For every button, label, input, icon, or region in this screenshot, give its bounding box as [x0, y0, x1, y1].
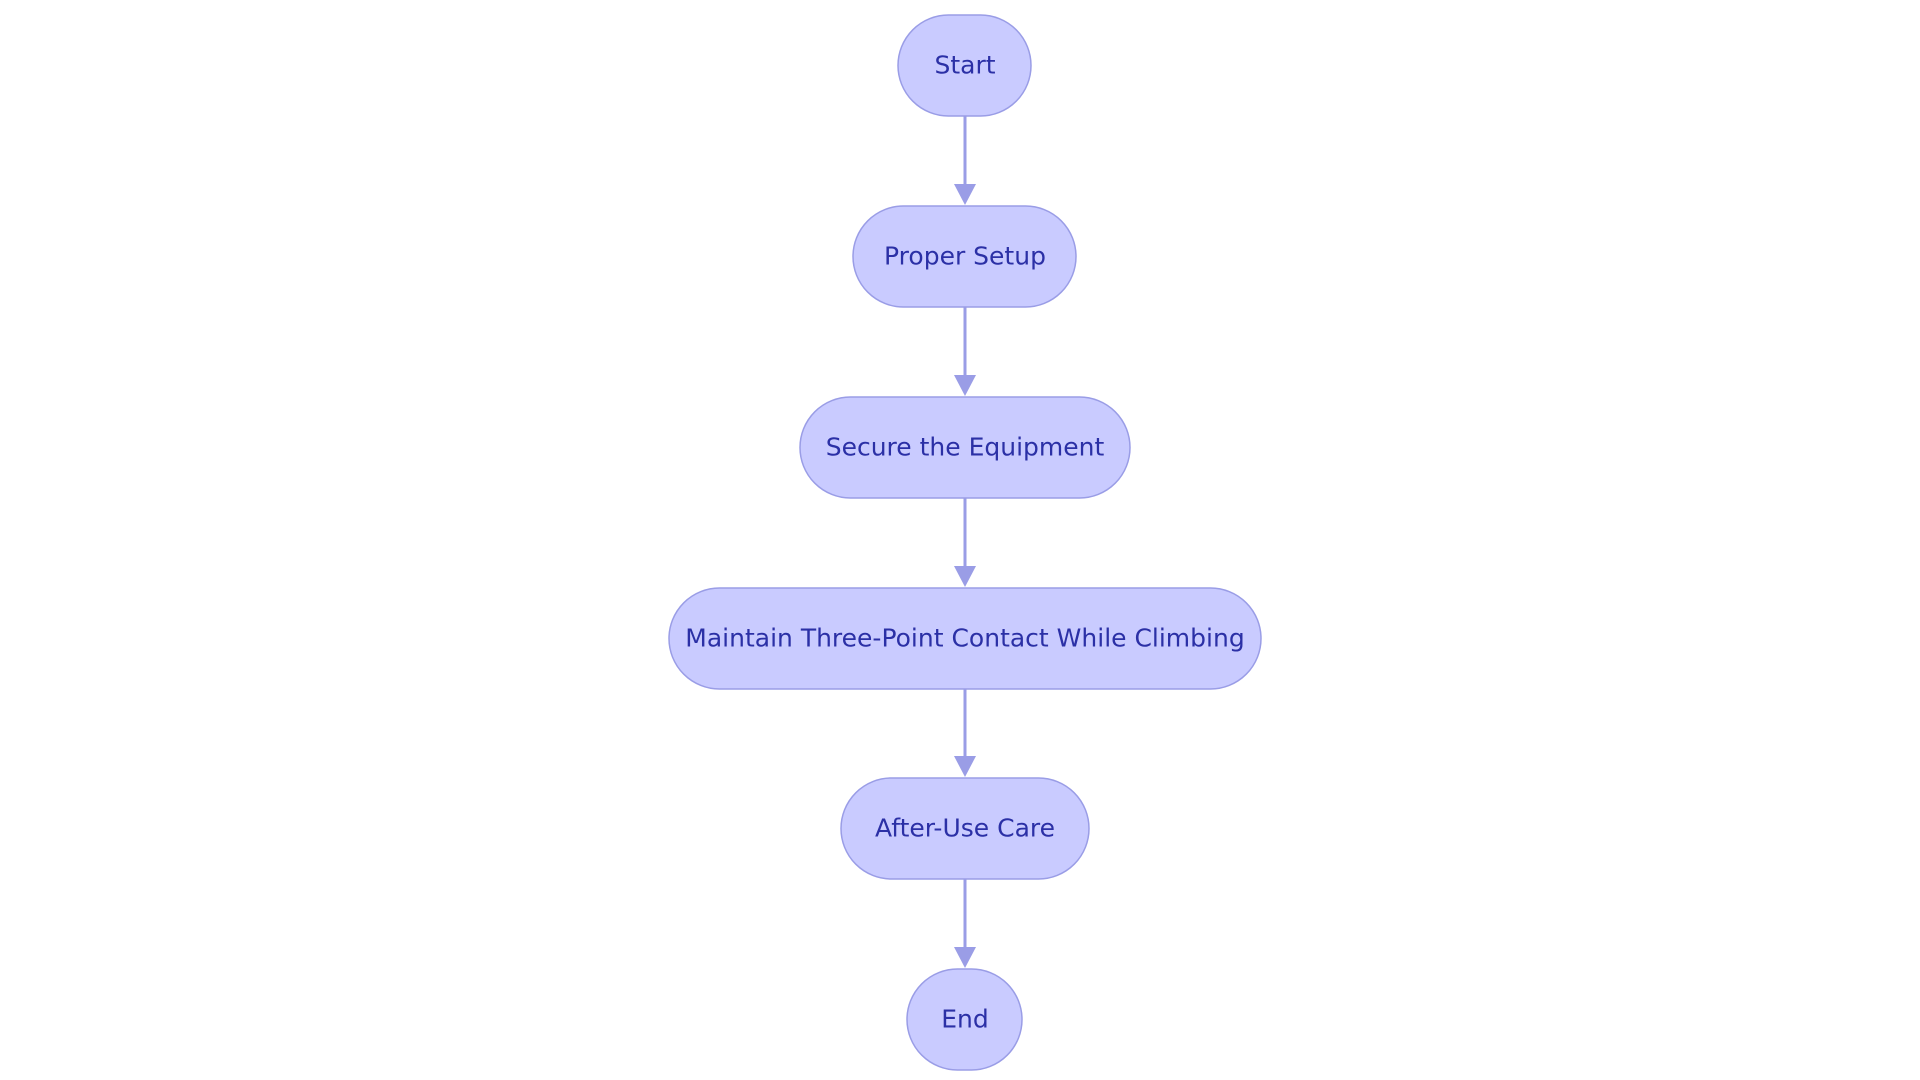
flow-edge-secure-equipment-to-three-point-contact — [954, 498, 976, 587]
flow-node-after-use-care: After-Use Care — [840, 777, 1090, 880]
node-label: End — [941, 1005, 989, 1034]
flow-edge-start-to-proper-setup — [954, 116, 976, 205]
arrowhead-icon — [954, 756, 976, 777]
node-label: Proper Setup — [884, 242, 1046, 271]
flow-edge-proper-setup-to-secure-equipment — [954, 307, 976, 396]
flow-node-start: Start — [897, 14, 1032, 117]
arrowhead-icon — [954, 375, 976, 396]
node-label: Secure the Equipment — [826, 433, 1105, 462]
flow-edge-after-use-care-to-end — [954, 879, 976, 968]
node-label: Start — [934, 51, 995, 80]
flow-edge-three-point-contact-to-after-use-care — [954, 689, 976, 777]
arrowhead-icon — [954, 947, 976, 968]
node-label: After-Use Care — [875, 814, 1055, 843]
flow-node-proper-setup: Proper Setup — [852, 205, 1077, 308]
node-label: Maintain Three-Point Contact While Climb… — [685, 624, 1244, 653]
arrowhead-icon — [954, 566, 976, 587]
arrowhead-icon — [954, 184, 976, 205]
flow-node-three-point-contact: Maintain Three-Point Contact While Climb… — [668, 587, 1262, 690]
flow-node-end: End — [906, 968, 1023, 1071]
flow-node-secure-equipment: Secure the Equipment — [799, 396, 1131, 499]
